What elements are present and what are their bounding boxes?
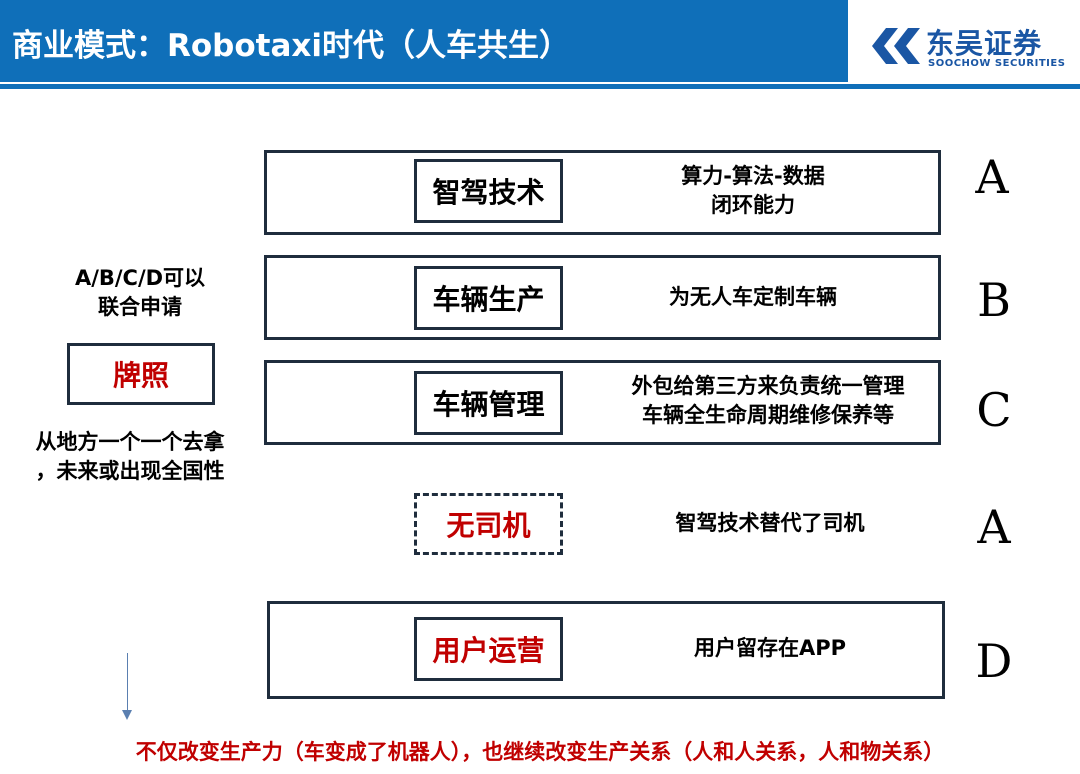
note-line: 从地方一个一个去拿	[35, 430, 225, 454]
letter-row-2: B	[977, 273, 1011, 327]
note-line: ，未来或出现全国性	[35, 459, 225, 483]
label-vehicle-management: 车辆管理	[414, 371, 563, 435]
footer-conclusion: 不仅改变生产力（车变成了机器人），也继续改变生产关系（人和人关系，人和物关系）	[135, 740, 945, 764]
logo-name-cn: 东吴证券	[926, 27, 1043, 60]
company-logo: 东吴证券 SOOCHOW SECURITIES	[868, 22, 1068, 72]
soochow-logo-icon	[872, 28, 920, 64]
license-source-note: 从地方一个一个去拿 ，未来或出现全国性	[10, 428, 250, 486]
letter-row-5: D	[975, 634, 1013, 688]
desc-line: 外包给第三方来负责统一管理	[631, 374, 905, 398]
logo-name-en: SOOCHOW SECURITIES	[928, 58, 1066, 69]
desc-line: 为无人车定制车辆	[669, 285, 837, 309]
label-no-driver: 无司机	[414, 493, 563, 555]
label-autonomous-tech: 智驾技术	[414, 159, 563, 223]
desc-vehicle-production: 为无人车定制车辆	[623, 283, 883, 312]
desc-user-operation: 用户留存在APP	[630, 634, 910, 663]
row-box-user-operation	[267, 601, 945, 699]
row-box-vehicle-management	[264, 360, 941, 445]
joint-application-note: A/B/C/D可以 联合申请	[40, 264, 240, 322]
desc-line: 车辆全生命周期维修保养等	[642, 403, 894, 427]
letter-row-4: A	[977, 500, 1011, 554]
desc-no-driver: 智驾技术替代了司机	[630, 509, 910, 538]
desc-line: 闭环能力	[711, 193, 795, 217]
header-bar: 商业模式：Robotaxi时代（人车共生）	[0, 0, 848, 82]
note-line: 联合申请	[98, 295, 182, 319]
header-divider	[0, 84, 1080, 89]
desc-line: 智驾技术替代了司机	[675, 511, 865, 535]
down-arrow-icon	[122, 710, 132, 720]
label-user-operation: 用户运营	[414, 617, 563, 681]
letter-row-1: A	[975, 150, 1009, 204]
row-box-autonomous-tech	[264, 150, 941, 235]
desc-line: 用户留存在APP	[693, 636, 847, 660]
license-box: 牌照	[67, 343, 215, 405]
row-box-vehicle-production	[264, 255, 941, 340]
desc-autonomous-tech: 算力-算法-数据 闭环能力	[623, 162, 883, 220]
down-arrow-line	[127, 653, 128, 711]
letter-row-3: C	[976, 383, 1012, 437]
label-vehicle-production: 车辆生产	[414, 266, 563, 330]
desc-vehicle-management: 外包给第三方来负责统一管理 车辆全生命周期维修保养等	[598, 372, 938, 430]
page-title: 商业模式：Robotaxi时代（人车共生）	[12, 28, 571, 64]
desc-line: 算力-算法-数据	[681, 164, 825, 188]
note-line: A/B/C/D可以	[74, 266, 206, 290]
